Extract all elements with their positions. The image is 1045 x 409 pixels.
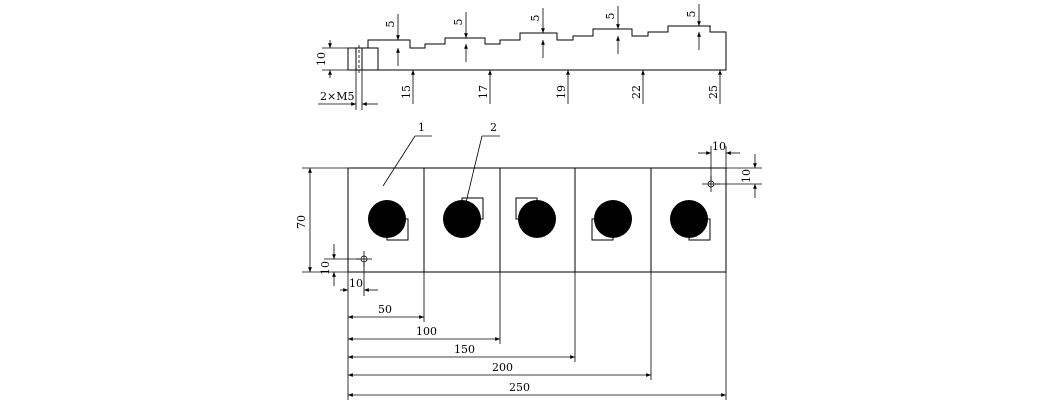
thread-label: 2×M5: [320, 90, 354, 103]
dim-plate-height-label: 70: [295, 215, 308, 229]
side-view: 10 2×M5 15 17 19 22 25: [315, 4, 727, 110]
quadrant-target-1: [368, 200, 409, 241]
callout-1-label: 1: [418, 121, 425, 134]
step-height-1: 15: [400, 85, 413, 99]
step-offset-2: 5: [452, 19, 465, 26]
step-height-dims: 15 17 19 22 25: [400, 70, 722, 104]
step-offset-3: 5: [529, 15, 542, 22]
quadrant-target-5: [670, 200, 711, 241]
step-height-2: 17: [477, 85, 490, 99]
step-height-5: 25: [707, 85, 720, 99]
dim-right-hole: 10 10: [698, 140, 762, 198]
dim-right-hole-x-label: 10: [712, 140, 726, 153]
step-offset-4: 5: [604, 13, 617, 20]
dim-cell-positions: 50 100 150 200 250: [347, 272, 727, 400]
callout-1: 1: [382, 121, 432, 187]
step-offset-dims: 5 5 5 5 5: [384, 4, 711, 66]
dim-position-250: 250: [509, 381, 530, 394]
plate-outline: [347, 167, 727, 273]
quadrant-target-4: [591, 200, 632, 241]
dim-position-50: 50: [378, 303, 392, 316]
callout-2: 2: [461, 121, 500, 220]
dim-left-hole-x-label: 10: [349, 277, 363, 290]
dim-left-height-label: 10: [315, 52, 328, 66]
hatched-end-block: [347, 47, 379, 71]
quadrant-target-2: [443, 197, 484, 238]
step-offset-5: 5: [685, 11, 698, 18]
step-height-4: 22: [630, 85, 643, 99]
plan-view: 1 2 70 10: [295, 121, 762, 400]
dim-left-height: 10: [315, 40, 348, 78]
dim-thread: 2×M5: [318, 70, 378, 110]
dim-right-hole-y-label: 10: [740, 169, 753, 183]
step-height-3: 19: [555, 85, 568, 99]
dim-left-hole-y-label: 10: [319, 261, 332, 275]
dim-position-200: 200: [492, 361, 513, 374]
dim-position-150: 150: [454, 343, 475, 356]
callout-2-label: 2: [490, 121, 497, 134]
side-view-profile: [347, 25, 727, 71]
quadrant-target-3: [515, 197, 556, 238]
dim-position-100: 100: [416, 325, 437, 338]
dim-left-hole: 10 10: [319, 244, 378, 296]
dim-plate-height: 70: [295, 167, 348, 273]
step-offset-1: 5: [384, 21, 397, 28]
